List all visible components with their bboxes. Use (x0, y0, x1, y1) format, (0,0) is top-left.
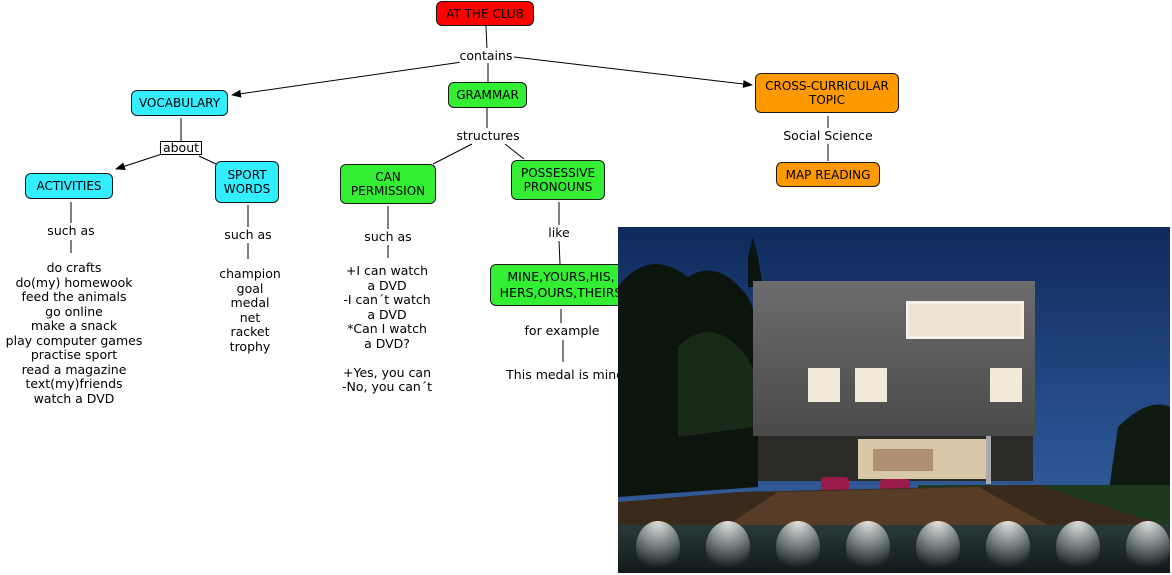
link-label-such-as-activities: such as (47, 223, 95, 238)
activities-list: do crafts do(my) homewook feed the anima… (5, 260, 143, 406)
sport-words-list: champion goal medal net racket trophy (219, 266, 281, 354)
link-label-contains: contains (459, 48, 513, 63)
link-label-about: about (159, 141, 203, 155)
root-node-at-the-club: AT THE CLUB (436, 1, 534, 26)
node-sport-words: SPORT WORDS (215, 161, 279, 203)
node-pronoun-list: MINE,YOURS,HIS, HERS,OURS,THEIRS (490, 264, 632, 306)
link-label-such-as-sport: such as (224, 227, 272, 242)
node-vocabulary: VOCABULARY (131, 90, 228, 116)
link-label-for-example: for example (524, 323, 600, 338)
node-activities: ACTIVITIES (25, 173, 113, 199)
node-map-reading: MAP READING (776, 162, 880, 187)
link-label-such-as-can: such as (364, 229, 412, 244)
node-cross-curricular-topic: CROSS-CURRICULAR TOPIC (755, 73, 899, 113)
node-possessive-pronouns: POSSESSIVE PRONOUNS (511, 160, 605, 200)
node-can-permission: CAN PERMISSION (340, 164, 436, 204)
house-photo (618, 227, 1170, 573)
node-grammar: GRAMMAR (448, 82, 527, 108)
link-label-like: like (548, 225, 570, 240)
example-sentence: This medal is mine (506, 367, 624, 382)
link-label-structures: structures (456, 128, 520, 143)
can-permission-list: +I can watch a DVD -I can´t watch a DVD … (341, 263, 433, 394)
link-label-social-science: Social Science (783, 128, 873, 143)
